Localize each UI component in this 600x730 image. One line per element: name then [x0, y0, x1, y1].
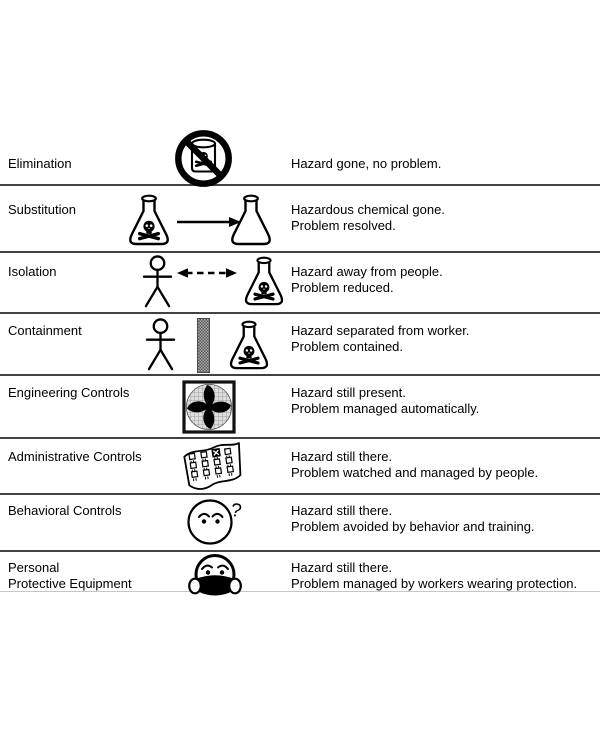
- control-effect: Hazard still there. Problem watched and …: [291, 449, 595, 481]
- person-icon: [145, 318, 176, 371]
- double-dashed-arrow-icon: [177, 268, 237, 278]
- effect-line2: Problem watched and managed by people.: [291, 465, 539, 480]
- effect-line1: Hazard still present.: [291, 385, 406, 400]
- control-effect: Hazard gone, no problem.: [291, 156, 595, 172]
- effect-line2: Problem managed by workers wearing prote…: [291, 576, 578, 591]
- prohibited-hazard-beaker-icon: [175, 130, 232, 187]
- control-name-line1: Behavioral Controls: [8, 503, 122, 518]
- control-name: Personal Protective Equipment: [8, 560, 183, 592]
- effect-line1: Hazardous chemical gone.: [291, 202, 445, 217]
- person-icon: [142, 255, 173, 308]
- row-administrative-controls: Administrative Controls: [0, 437, 600, 493]
- row-engineering-controls: Engineering Controls: [0, 374, 600, 437]
- control-effect: Hazard away from people. Problem reduced…: [291, 264, 595, 296]
- row-isolation: Isolation Hazard away from people. Probl…: [0, 251, 600, 312]
- row-behavioral-controls: Behavioral Controls ? Hazard still there…: [0, 493, 600, 550]
- effect-line1: Hazard still there.: [291, 503, 393, 518]
- effect-line1: Hazard still there.: [291, 560, 393, 575]
- effect-line1: Hazard gone, no problem.: [291, 156, 442, 171]
- question-mark-icon: ?: [229, 500, 243, 523]
- barrier-wall-icon: [197, 318, 210, 373]
- control-name-line1: Substitution: [8, 202, 76, 217]
- control-effect: Hazard still there. Problem avoided by b…: [291, 503, 595, 535]
- checklist-schedule-icon: [183, 442, 242, 490]
- hazard-flask-icon: [224, 320, 274, 374]
- row-elimination: Elimination Hazard gone, no problem.: [0, 126, 600, 187]
- clean-flask-icon: [231, 194, 271, 246]
- effect-line2: Problem reduced.: [291, 280, 394, 295]
- control-effect: Hazard still present. Problem managed au…: [291, 385, 595, 417]
- control-name: Administrative Controls: [8, 449, 183, 465]
- respirator-mask-face-icon: [188, 554, 242, 596]
- control-name: Isolation: [8, 264, 183, 280]
- control-name: Behavioral Controls: [8, 503, 183, 519]
- effect-line1: Hazard separated from worker.: [291, 323, 470, 338]
- control-name-line1: Isolation: [8, 264, 57, 279]
- control-name: Engineering Controls: [8, 385, 183, 401]
- control-effect: Hazardous chemical gone. Problem resolve…: [291, 202, 595, 234]
- control-name-line1: Personal: [8, 560, 60, 575]
- control-name-line2: Protective Equipment: [8, 576, 132, 591]
- control-name-line1: Engineering Controls: [8, 385, 130, 400]
- ventilation-fan-icon: [182, 380, 236, 434]
- hazard-flask-icon: [123, 194, 175, 250]
- hazard-flask-icon: [239, 256, 289, 310]
- control-name-line1: Containment: [8, 323, 82, 338]
- control-name: Elimination: [8, 156, 183, 172]
- effect-line2: Problem avoided by behavior and training…: [291, 519, 535, 534]
- controls-table: Elimination Hazard gone, no problem. Sub…: [0, 126, 600, 596]
- effect-line2: Problem contained.: [291, 339, 404, 354]
- effect-line1: Hazard away from people.: [291, 264, 443, 279]
- control-name-line1: Elimination: [8, 156, 72, 171]
- control-name: Containment: [8, 323, 183, 339]
- arrow-right-icon: [177, 217, 241, 227]
- control-name: Substitution: [8, 202, 183, 218]
- control-name-line1: Administrative Controls: [8, 449, 142, 464]
- effect-line1: Hazard still there.: [291, 449, 393, 464]
- row-substitution: Substitution Hazardous chemical gone. Pr…: [0, 184, 600, 251]
- control-effect: Hazard still there. Problem managed by w…: [291, 560, 595, 592]
- row-personal-protective-equipment: Personal Protective Equipment Hazard sti…: [0, 550, 600, 596]
- row-containment: Containment Hazard separated from worker…: [0, 312, 600, 374]
- thinking-face-icon: ?: [187, 499, 243, 545]
- control-effect: Hazard separated from worker. Problem co…: [291, 323, 595, 355]
- effect-line2: Problem resolved.: [291, 218, 396, 233]
- effect-line2: Problem managed automatically.: [291, 401, 480, 416]
